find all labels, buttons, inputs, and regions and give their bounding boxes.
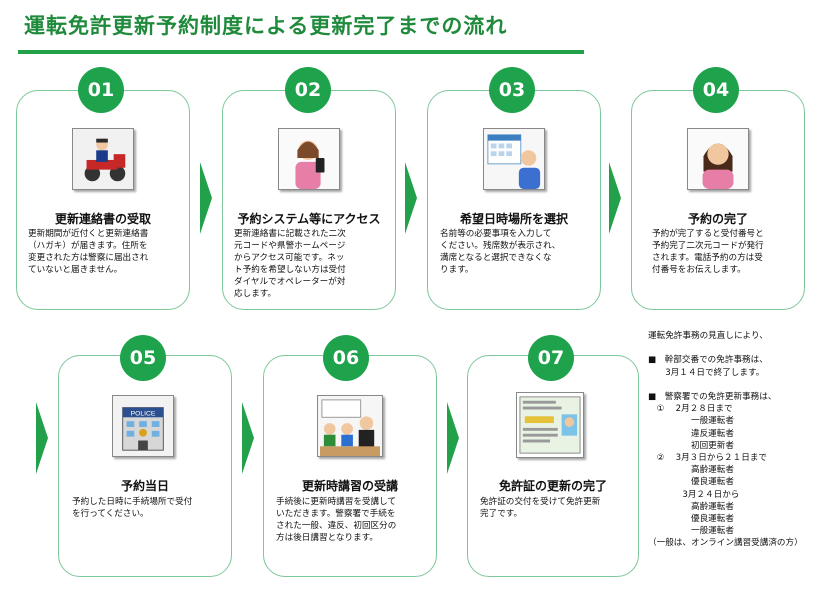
- step-title: 予約の完了: [687, 212, 748, 226]
- step-description: 免許証の交付を受けて免許更新完了です。: [480, 497, 601, 519]
- drivers-license-icon: [516, 392, 584, 458]
- police-station-icon: POLICE: [112, 395, 174, 457]
- smartphone-user-icon: [278, 128, 340, 190]
- notice-text: 運転免許事務の見直しにより、 ■ 幹部交番での免許事務は、 3月１４日で終了しま…: [648, 331, 803, 549]
- step-description: 予約が完了すると受付番号と予約完了二次元コードが発行されます。電話予約の方は受付…: [652, 229, 764, 275]
- step-number-badge: 04: [693, 67, 739, 113]
- step-card-06: [263, 355, 437, 577]
- flow-arrow: [405, 162, 417, 234]
- woman-user-icon: [687, 128, 749, 190]
- step-number-badge: 07: [528, 335, 574, 381]
- flow-arrow: [609, 162, 621, 234]
- title-underline: [18, 50, 584, 54]
- step-description: 名前等の必要事項を入力してください。残席数が表示され、満席となると選択できなくな…: [440, 229, 561, 275]
- svg-text:POLICE: POLICE: [131, 410, 156, 417]
- step-title: 更新時講習の受講: [301, 479, 398, 493]
- page-title: 運転免許更新予約制度による更新完了までの流れ: [24, 14, 508, 38]
- step-title: 免許証の更新の完了: [498, 479, 607, 493]
- step-title: 予約システム等にアクセス: [237, 212, 381, 226]
- step-number-badge: 01: [78, 67, 124, 113]
- step-description: 更新期間が近付くと更新連絡書（ハガキ）が届きます。住所を変更された方は警察に届出…: [28, 229, 149, 275]
- step-title: 更新連絡書の受取: [54, 212, 151, 226]
- step-card-04: [631, 90, 805, 310]
- step-card-03: [427, 90, 601, 310]
- step-description: 手続後に更新時講習を受講していただきます。警察署で手続をされた一般、違反、初回区…: [276, 497, 397, 543]
- step-number-badge: 02: [285, 67, 331, 113]
- flow-arrow: [242, 402, 254, 474]
- step-number-badge: 03: [489, 67, 535, 113]
- step-description: 予約した日時に手続場所で受付を行ってください。: [72, 497, 193, 519]
- flow-arrow: [447, 402, 459, 474]
- step-title: 希望日時場所を選択: [459, 212, 568, 226]
- step-title: 予約当日: [120, 479, 169, 493]
- step-card-02: [222, 90, 396, 310]
- step-description: 更新連絡書に記載された二次元コードや県警ホームページからアクセス可能です。ネット…: [234, 229, 346, 299]
- flow-arrow: [36, 402, 48, 474]
- step-card-07: [467, 355, 639, 577]
- step-number-badge: 06: [323, 335, 369, 381]
- step-card-05: [58, 355, 232, 577]
- lecture-class-icon: [317, 395, 383, 457]
- step-card-01: [16, 90, 190, 310]
- flow-arrow: [200, 162, 212, 234]
- calendar-user-icon: [483, 128, 545, 190]
- mail-carrier-icon: [72, 128, 134, 190]
- step-number-badge: 05: [120, 335, 166, 381]
